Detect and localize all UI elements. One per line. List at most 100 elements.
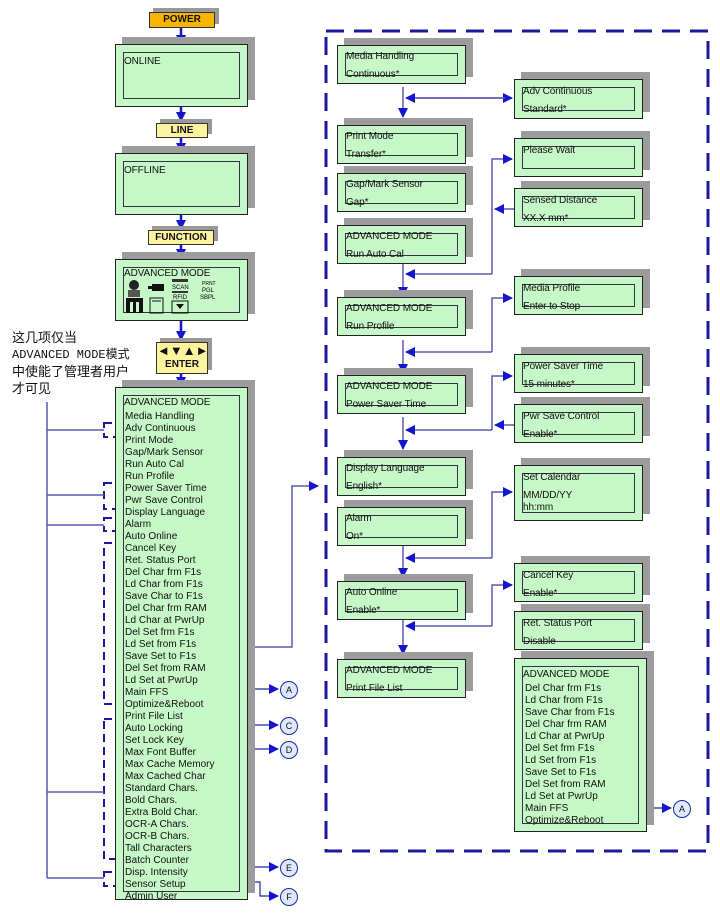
submenu-item[interactable]: Optimize&Reboot	[525, 815, 604, 826]
rfid-icon: RFID	[172, 291, 188, 301]
note-line: 中使能了管理者用户	[12, 365, 130, 380]
menu-item[interactable]: Extra Bold Char.	[125, 807, 198, 818]
menu-item[interactable]: OCR-B Chars.	[125, 831, 190, 842]
menu-item[interactable]: Ld Char at PwrUp	[125, 615, 205, 626]
submenu-item[interactable]: Ld Set at PwrUp	[525, 791, 598, 802]
function-key[interactable]: FUNCTION	[148, 230, 214, 245]
admin-user-icon	[128, 280, 140, 297]
offline-label: OFFLINE	[124, 165, 166, 176]
display-line-1: ADVANCED MODE	[346, 381, 433, 392]
menu-item[interactable]: Standard Chars.	[125, 783, 198, 794]
display-line-2: Power Saver Time	[346, 399, 427, 410]
menu-item[interactable]: Max Font Buffer	[125, 747, 196, 758]
enter-key[interactable]: ◄▼▲► ENTER	[156, 342, 208, 374]
menu-item[interactable]: Sensor Setup	[125, 879, 186, 890]
menu-item[interactable]: Disp. Intensity	[125, 867, 188, 878]
svg-text:PGL: PGL	[202, 288, 215, 294]
connector-d[interactable]: D	[280, 741, 298, 759]
menu-item[interactable]: Del Set frm F1s	[125, 627, 195, 638]
display-line-1: Display Language	[346, 463, 425, 474]
menu-item[interactable]: Max Cached Char	[125, 771, 206, 782]
menu-item[interactable]: Auto Locking	[125, 723, 183, 734]
menu-item[interactable]: Adv Continuous	[125, 423, 196, 434]
menu-item[interactable]: Media Handling	[125, 411, 195, 422]
display-line-1: Print Mode	[346, 131, 394, 142]
menu-item[interactable]: Alarm	[125, 519, 152, 530]
visibility-note: 这几项仅当 ADVANCED MODE模式 中使能了管理者用户 才可见	[12, 330, 130, 398]
display-line-1: Adv Continuous	[523, 86, 593, 97]
menu-item[interactable]: Save Set to F1s	[125, 651, 197, 662]
enter-key-label: ENTER	[165, 359, 199, 370]
submenu-item[interactable]: Del Set frm F1s	[525, 743, 595, 754]
menu-item[interactable]: Run Profile	[125, 471, 175, 482]
menu-item[interactable]: OCR-A Chars.	[125, 819, 189, 830]
menu-item[interactable]: Auto Online	[125, 531, 178, 542]
display-line-1: Auto Online	[346, 587, 398, 598]
menu-item[interactable]: Admin User	[125, 891, 178, 902]
menu-item[interactable]: Display Language	[125, 507, 206, 518]
submenu-item[interactable]: Save Set to F1s	[525, 767, 597, 778]
submenu-item[interactable]: Ld Set from F1s	[525, 755, 597, 766]
offline-display: OFFLINE	[115, 153, 248, 215]
power-key[interactable]: POWER	[149, 12, 215, 28]
display-line-1: Power Saver Time	[523, 361, 604, 372]
menu-item[interactable]: Ld Set at PwrUp	[125, 675, 198, 686]
menu-item[interactable]: Pwr Save Control	[125, 495, 203, 506]
submenu-item[interactable]: Del Set from RAM	[525, 779, 606, 790]
menu-item[interactable]: Main FFS	[125, 687, 169, 698]
submenu-item[interactable]: Ld Char from F1s	[525, 695, 603, 706]
display-line-1: Cancel Key	[523, 570, 574, 581]
menu-item[interactable]: Max Cache Memory	[125, 759, 215, 770]
menu-item[interactable]: Run Auto Cal	[125, 459, 184, 470]
display-line-2: Transfer*	[346, 149, 386, 160]
display-line-2: MM/DD/YY	[523, 490, 573, 501]
connector-a[interactable]: A	[280, 681, 298, 699]
menu-item[interactable]: Set Lock Key	[125, 735, 184, 746]
connector-c[interactable]: C	[280, 717, 298, 735]
display-line-1: ADVANCED MODE	[346, 231, 433, 242]
menu-item[interactable]: Power Saver Time	[125, 483, 207, 494]
option-display: Please Wait	[514, 138, 643, 177]
menu-item[interactable]: Gap/Mark Sensor	[125, 447, 204, 458]
display-line-2: Run Auto Cal	[346, 249, 404, 260]
menu-item[interactable]: Ld Char from F1s	[125, 579, 203, 590]
menu-item[interactable]: Optimize&Reboot	[125, 699, 204, 710]
submenu-item[interactable]: Ld Char at PwrUp	[525, 731, 605, 742]
menu-item[interactable]: Save Char to F1s	[125, 591, 203, 602]
menu-item[interactable]: Del Char frm F1s	[125, 567, 202, 578]
menu-item[interactable]: Ld Set from F1s	[125, 639, 197, 650]
display-line-2: Gap*	[346, 197, 369, 208]
connector-a-right[interactable]: A	[673, 800, 691, 818]
svg-text:PRNT: PRNT	[202, 281, 216, 287]
menu-item[interactable]: Bold Chars.	[125, 795, 178, 806]
submenu-item[interactable]: Save Char from F1s	[525, 707, 615, 718]
display-line-2: Continuous*	[346, 69, 400, 80]
line-key[interactable]: LINE	[156, 123, 208, 138]
menu-item[interactable]: Del Char frm RAM	[125, 603, 207, 614]
menu-item[interactable]: Print Mode	[125, 435, 174, 446]
menu-item[interactable]: Del Set from RAM	[125, 663, 206, 674]
submenu-item[interactable]: Del Char frm RAM	[525, 719, 607, 730]
display-line-2: Enable*	[346, 605, 381, 616]
connector-f[interactable]: F	[280, 888, 298, 906]
menu-item[interactable]: Ret. Status Port	[125, 555, 196, 566]
menu-item[interactable]: Print File List	[125, 711, 183, 722]
submenu-item[interactable]: Del Char frm F1s	[525, 683, 602, 694]
display-line-1: Media Profile	[523, 283, 581, 294]
menu-item[interactable]: Cancel Key	[125, 543, 177, 554]
display-line-2: Disable	[523, 636, 556, 647]
menu-item[interactable]: Batch Counter	[125, 855, 189, 866]
submenu-item[interactable]: Main FFS	[525, 803, 569, 814]
advanced-menu-title: ADVANCED MODE	[124, 397, 211, 408]
menu-item[interactable]: Tall Characters	[125, 843, 192, 854]
connector-e[interactable]: E	[280, 859, 298, 877]
